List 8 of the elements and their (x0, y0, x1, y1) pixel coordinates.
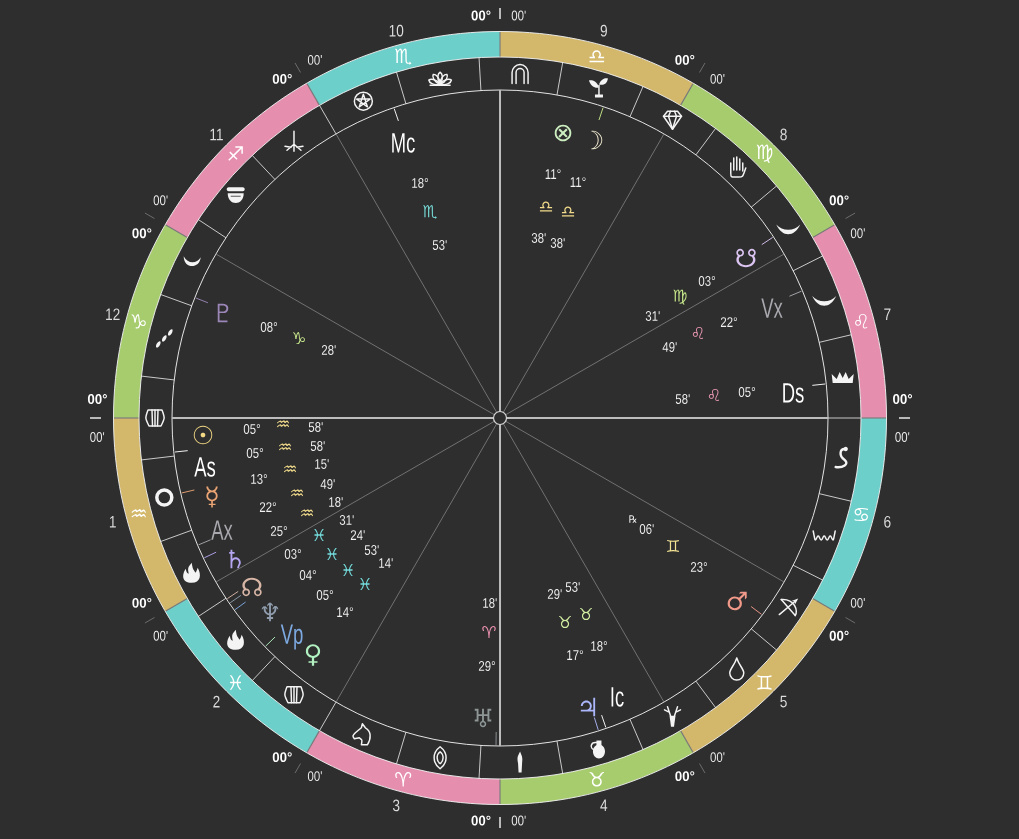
cusp-minute: 00' (895, 432, 910, 442)
cusp-minute: 00' (90, 432, 105, 442)
cusp-degree: 00° (87, 394, 107, 404)
cusp-degree: 00° (471, 10, 491, 21)
cusp-degree: 00° (471, 815, 491, 826)
cusp-minute: 00' (511, 10, 526, 21)
cusp-degree: 00° (893, 394, 913, 404)
cusp-minute: 00' (511, 815, 526, 826)
